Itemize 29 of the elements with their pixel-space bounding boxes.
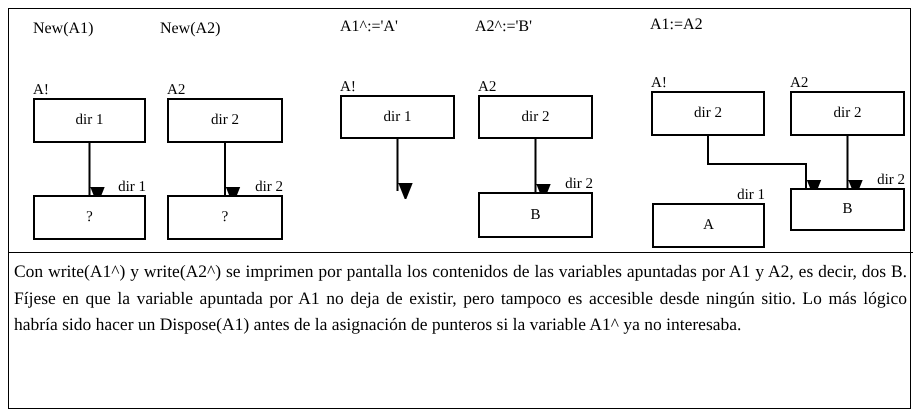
box-value: B <box>530 206 540 224</box>
box-value: dir 2 <box>211 112 239 129</box>
box-value: dir 2 <box>522 108 550 126</box>
statement-label: A1:=A2 <box>650 16 703 34</box>
statement-label: New(A1) <box>33 20 94 38</box>
statement-label: A1^:='A' <box>340 18 398 36</box>
arrow <box>396 139 414 201</box>
box-heading: A! <box>651 76 667 91</box>
box-value: ? <box>222 209 228 226</box>
statement-label: New(A2) <box>160 20 220 38</box>
box-heading: dir 2 <box>255 180 283 195</box>
box-value: dir 2 <box>694 105 722 122</box>
box-heading: dir 2 <box>565 177 593 192</box>
box-heading: A2 <box>790 76 808 91</box>
box-value: A <box>703 217 714 234</box>
box-value: ? <box>86 209 93 226</box>
box-heading: A! <box>33 83 49 98</box>
box-heading: dir 2 <box>877 173 905 188</box>
box-heading: A! <box>340 80 356 95</box>
box-value: dir 1 <box>384 108 412 126</box>
box-heading: A2 <box>167 83 186 98</box>
box-value: B <box>842 201 852 218</box>
box-value: dir 2 <box>834 105 862 122</box>
box-value: dir 1 <box>76 112 104 129</box>
box-heading: dir 1 <box>118 180 146 195</box>
statement-label: A2^:='B' <box>475 18 532 36</box>
box-heading: A2 <box>478 80 496 95</box>
box-heading: dir 1 <box>737 188 765 203</box>
caption-text: Con write(A1^) y write(A2^) se imprimen por pantalla los contenidos de las variables apuntadas por A1 y A2, es decir, dos B. Fíjese en que la variable apuntada por A1 no deja de existir, pero tampoco es accesible desde ningún sitio. Lo más lógico habría sido hacer un Dispose(A1) antes de la asignación de punteros si la variable A1^ ya no interesaba. <box>14 260 907 336</box>
